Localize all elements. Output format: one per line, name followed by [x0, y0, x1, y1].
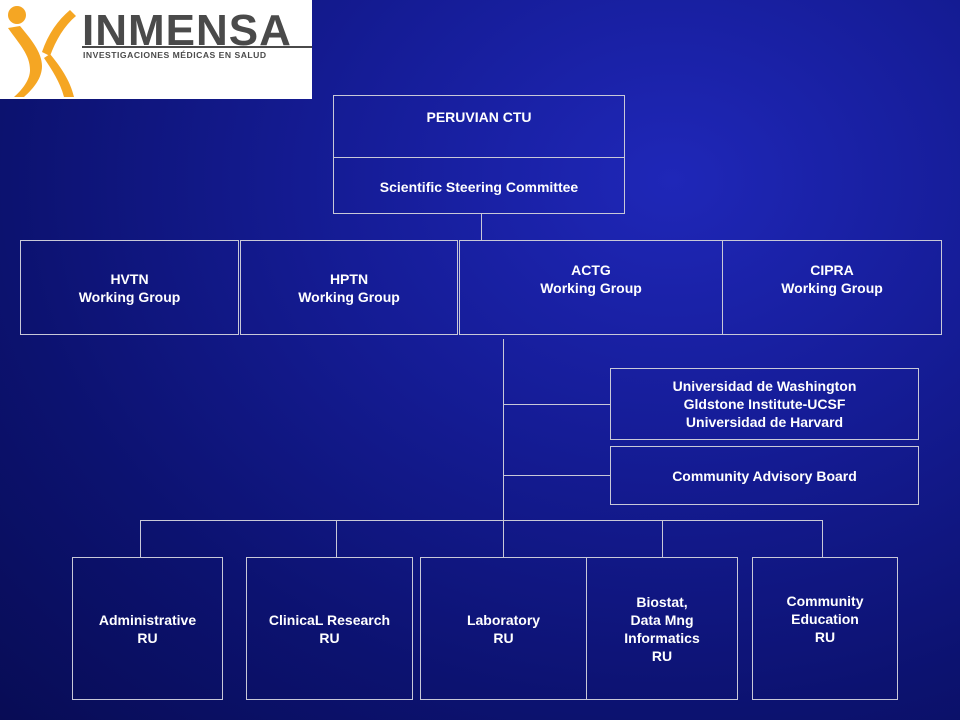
logo-divider: [82, 46, 312, 48]
unit-box-clinical-research: ClinicaL Research RU: [246, 557, 413, 700]
figure-icon: [8, 6, 76, 97]
connector-trunk: [503, 339, 504, 557]
connector-cab: [503, 475, 611, 476]
unit-box-community-education: Community Education RU: [752, 557, 898, 700]
unit-label-clinical-research: ClinicaL Research RU: [268, 611, 391, 646]
unit-box-biostat: Biostat, Data Mng Informatics RU: [586, 557, 738, 700]
inmensa-logo: INMENSA INVESTIGACIONES MÉDICAS EN SALUD: [0, 0, 312, 99]
group-sub-cipra: Working Group: [781, 280, 883, 296]
logo-tagline: INVESTIGACIONES MÉDICAS EN SALUD: [83, 50, 267, 60]
group-name-actg: ACTG: [571, 262, 611, 278]
connector-top: [481, 214, 482, 240]
connector-unit-biostat: [662, 520, 663, 557]
group-sub-hvtn: Working Group: [78, 288, 181, 305]
unit-label-administrative: Administrative RU: [98, 611, 197, 646]
group-name-hvtn: HVTN: [110, 270, 149, 287]
connector-universities: [503, 404, 611, 405]
unit-label-laboratory: Laboratory RU: [466, 611, 541, 646]
group-box-hvtn: HVTN Working Group: [20, 240, 239, 335]
group-box-actg: ACTG Working Group: [459, 240, 723, 335]
unit-label-biostat: Biostat, Data Mng Informatics RU: [624, 593, 700, 664]
connector-unit-clinical: [336, 520, 337, 557]
steering-committee-box: Scientific Steering Committee: [333, 157, 625, 214]
unit-box-administrative: Administrative RU: [72, 557, 223, 700]
group-box-cipra: CIPRA Working Group: [722, 240, 942, 335]
steering-committee-label: Scientific Steering Committee: [379, 179, 579, 195]
group-sub-actg: Working Group: [540, 280, 642, 296]
unit-label-community-education: Community Education RU: [786, 593, 864, 645]
group-name-hptn: HPTN: [329, 270, 369, 287]
group-sub-hptn: Working Group: [298, 288, 400, 305]
group-name-cipra: CIPRA: [810, 262, 854, 278]
unit-box-laboratory: Laboratory RU: [420, 557, 587, 700]
connector-unit-community: [822, 520, 823, 557]
peruvian-ctu-box: PERUVIAN CTU: [333, 95, 625, 157]
peruvian-ctu-title: PERUVIAN CTU: [426, 109, 532, 125]
group-box-hptn: HPTN Working Group: [240, 240, 458, 335]
universities-box: Universidad de Washington Gldstone Insti…: [610, 368, 919, 440]
connector-bus: [140, 520, 823, 521]
logo-brand: INMENSA: [82, 6, 292, 55]
community-advisory-board-box: Community Advisory Board: [610, 446, 919, 505]
universities-label: Universidad de Washington Gldstone Insti…: [672, 378, 857, 430]
connector-unit-admin: [140, 520, 141, 557]
community-advisory-board-label: Community Advisory Board: [672, 467, 857, 484]
